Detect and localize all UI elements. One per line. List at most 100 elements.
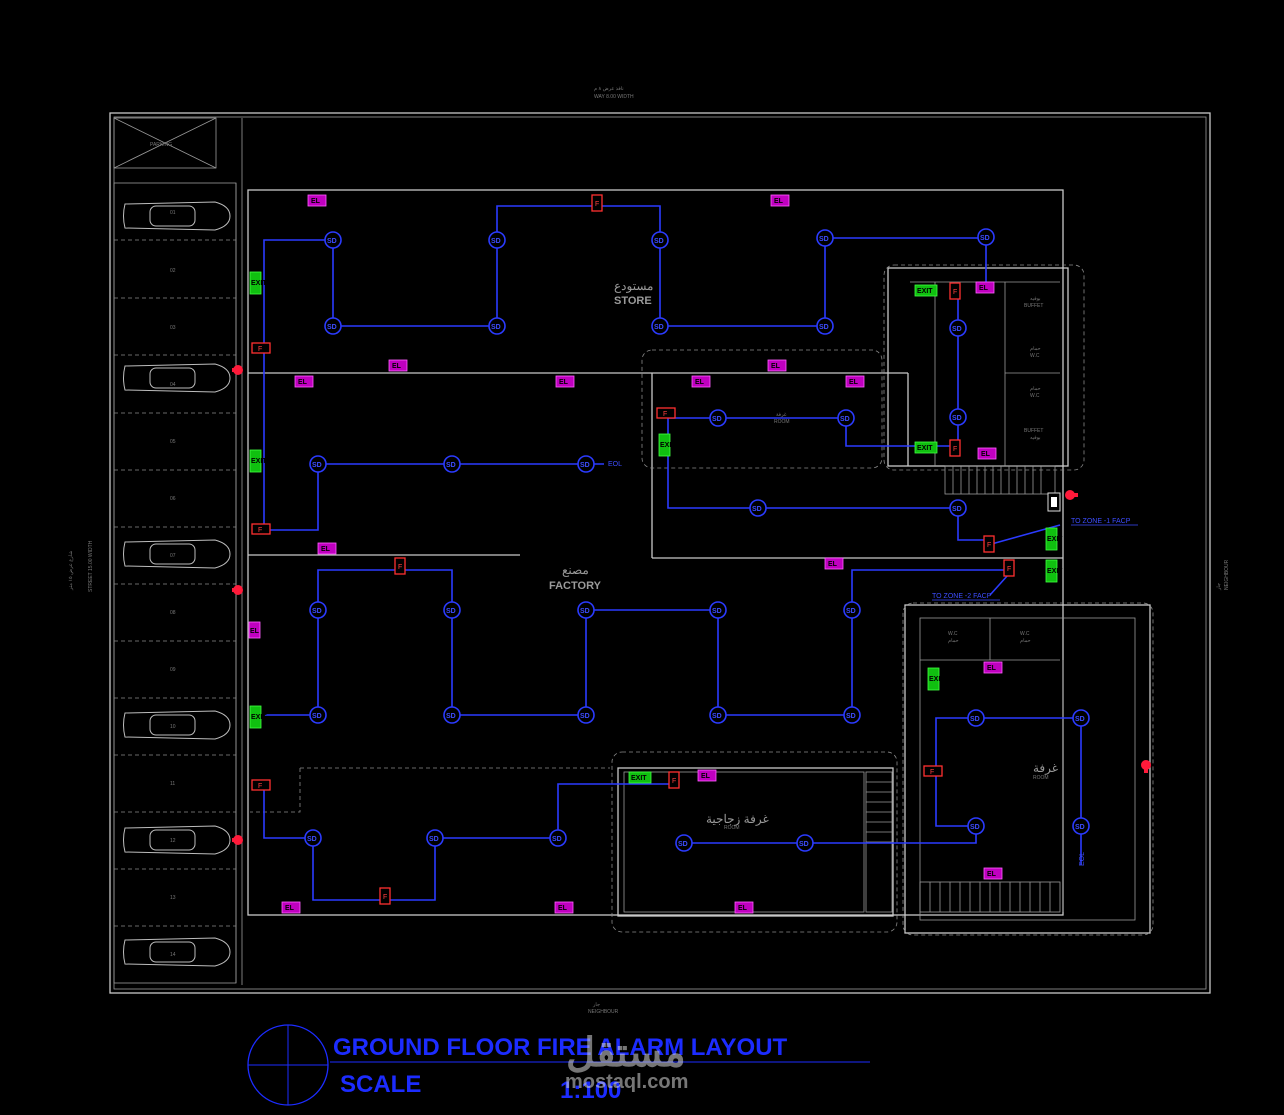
- svg-text:F: F: [930, 769, 934, 776]
- top-road-label-ar: نافذ عرض ٨ م: [594, 86, 624, 92]
- svg-text:EXIT: EXIT: [251, 714, 267, 721]
- manual-call-point-icon: F: [591, 194, 603, 212]
- buffet2-label-ar: بوفيه: [1030, 435, 1041, 441]
- svg-text:SD: SD: [1075, 824, 1085, 831]
- svg-text:SD: SD: [840, 416, 850, 423]
- room-label-ar: غرفة: [1033, 761, 1058, 775]
- parking-numbers: 01 02 03 04 05 06 07 08 09 10 11 12 13 1…: [170, 210, 176, 958]
- manual-call-point-icon: F: [1003, 559, 1015, 577]
- left-road-label: STREET 15.00 WIDTH: [88, 540, 94, 592]
- svg-text:EL: EL: [987, 665, 997, 672]
- parking-number: 06: [170, 496, 176, 502]
- wc2-label-ar: حمام: [1030, 386, 1041, 392]
- zone2-label: TO ZONE -2 FACP: [932, 593, 992, 600]
- alarm-bell-icon: [1065, 490, 1078, 500]
- watermark-arabic: مستقل: [566, 1031, 686, 1075]
- parking-number: 07: [170, 553, 176, 559]
- svg-text:EL: EL: [559, 379, 569, 386]
- smoke-detector-icon: SD: [709, 601, 727, 619]
- parking-number: 03: [170, 325, 176, 331]
- svg-text:SD: SD: [491, 238, 501, 245]
- watermark: مستقل mostaql.com: [565, 1031, 688, 1093]
- right-neighbour-label: NEIGHBOUR: [1224, 559, 1230, 590]
- exit-sign-icon: EXIT: [249, 271, 267, 295]
- svg-text:SD: SD: [491, 324, 501, 331]
- smoke-detector-icon: SD: [549, 829, 567, 847]
- car-icon: [123, 825, 231, 855]
- smoke-detector-icon: SD: [749, 499, 767, 517]
- svg-text:EXIT: EXIT: [660, 442, 676, 449]
- bottom-neighbour-label: NEIGHBOUR: [588, 1009, 619, 1015]
- svg-text:SD: SD: [312, 713, 322, 720]
- manual-call-point-icon: F: [668, 771, 680, 789]
- manual-call-point-icon: F: [983, 535, 995, 553]
- factory-label-ar: مصنع: [562, 563, 589, 577]
- buffet1-label: BUFFET: [1024, 303, 1043, 309]
- svg-text:SD: SD: [846, 608, 856, 615]
- smoke-detector-icon: SD: [977, 228, 995, 246]
- emergency-lights: EL EL EL EL EL EL EL EL EL EL EL EL EL E…: [248, 194, 1003, 914]
- left-road-label-ar: شارع عرض ١٥ متر: [68, 551, 74, 591]
- parking-dividers: [114, 239, 236, 927]
- smoke-detector-icon: SD: [796, 834, 814, 852]
- emergency-light-icon: EL: [555, 375, 575, 388]
- parking-number: 12: [170, 838, 176, 844]
- car-icon: [123, 363, 231, 393]
- svg-text:SD: SD: [327, 324, 337, 331]
- svg-text:F: F: [672, 778, 676, 785]
- emergency-light-icon: EL: [770, 194, 790, 207]
- wc3-label: W.C: [948, 631, 958, 637]
- bottom-neighbour-label-ar: جار: [592, 1002, 600, 1008]
- svg-text:EXIT: EXIT: [1047, 536, 1063, 543]
- smoke-detector-icon: SD: [443, 455, 461, 473]
- manual-call-point-icon: F: [251, 779, 271, 791]
- svg-text:SD: SD: [952, 415, 962, 422]
- smoke-detector-icon: SD: [577, 601, 595, 619]
- exit-sign-icon: EXIT: [914, 284, 938, 297]
- smoke-detector-icon: SD: [949, 319, 967, 337]
- exit-sign-icon: EXIT: [914, 441, 938, 454]
- svg-text:EL: EL: [392, 363, 402, 370]
- svg-text:F: F: [953, 289, 957, 296]
- svg-text:SD: SD: [970, 716, 980, 723]
- car-icon: [123, 710, 231, 740]
- glass-room-label: ROOM: [724, 825, 740, 831]
- alarm-bell-icon: [1141, 760, 1151, 773]
- exit-sign-icon: EXIT: [249, 705, 267, 729]
- manual-call-point-icon: F: [394, 557, 406, 575]
- wc4-label-ar: حمام: [1020, 638, 1031, 644]
- smoke-detector-icon: SD: [651, 231, 669, 249]
- emergency-light-icon: EL: [554, 901, 574, 914]
- factory-label: FACTORY: [549, 580, 602, 592]
- smoke-detector-icon: SD: [488, 231, 506, 249]
- wc3-label-ar: حمام: [948, 638, 959, 644]
- alarm-bells: [232, 365, 1151, 845]
- parking-number: 02: [170, 268, 176, 274]
- zone-labels: TO ZONE -1 FACP TO ZONE -2 FACP: [932, 518, 1138, 601]
- wc2-label: W.C: [1030, 393, 1040, 399]
- emergency-light-icon: EL: [281, 901, 301, 914]
- emergency-light-icon: EL: [983, 867, 1003, 880]
- top-road-label: WAY 8.00 WIDTH: [594, 94, 634, 100]
- parking-number: 14: [170, 952, 176, 958]
- svg-text:SD: SD: [580, 608, 590, 615]
- smoke-detector-icon: SD: [309, 455, 327, 473]
- exit-sign-icon: EXIT: [658, 433, 676, 457]
- exit-sign-icon: EXIT: [1045, 527, 1063, 551]
- manual-call-point-icon: F: [923, 765, 943, 777]
- svg-text:EXIT: EXIT: [929, 676, 945, 683]
- smoke-detector-icon: SD: [426, 829, 444, 847]
- scale-label: SCALE: [340, 1071, 421, 1098]
- emergency-light-icon: EL: [307, 194, 327, 207]
- emergency-light-icon: EL: [317, 542, 337, 555]
- wc1-label: W.C: [1030, 353, 1040, 359]
- eol-label: EOL: [608, 461, 622, 468]
- svg-text:SD: SD: [580, 713, 590, 720]
- smoke-detector-icon: SD: [709, 409, 727, 427]
- svg-text:F: F: [258, 783, 262, 790]
- smoke-detector-icon: SD: [837, 409, 855, 427]
- parked-cars: [123, 201, 231, 967]
- drawing-title: GROUND FLOOR FIRE ALARM LAYOUT: [333, 1034, 788, 1061]
- car-icon: [123, 201, 231, 231]
